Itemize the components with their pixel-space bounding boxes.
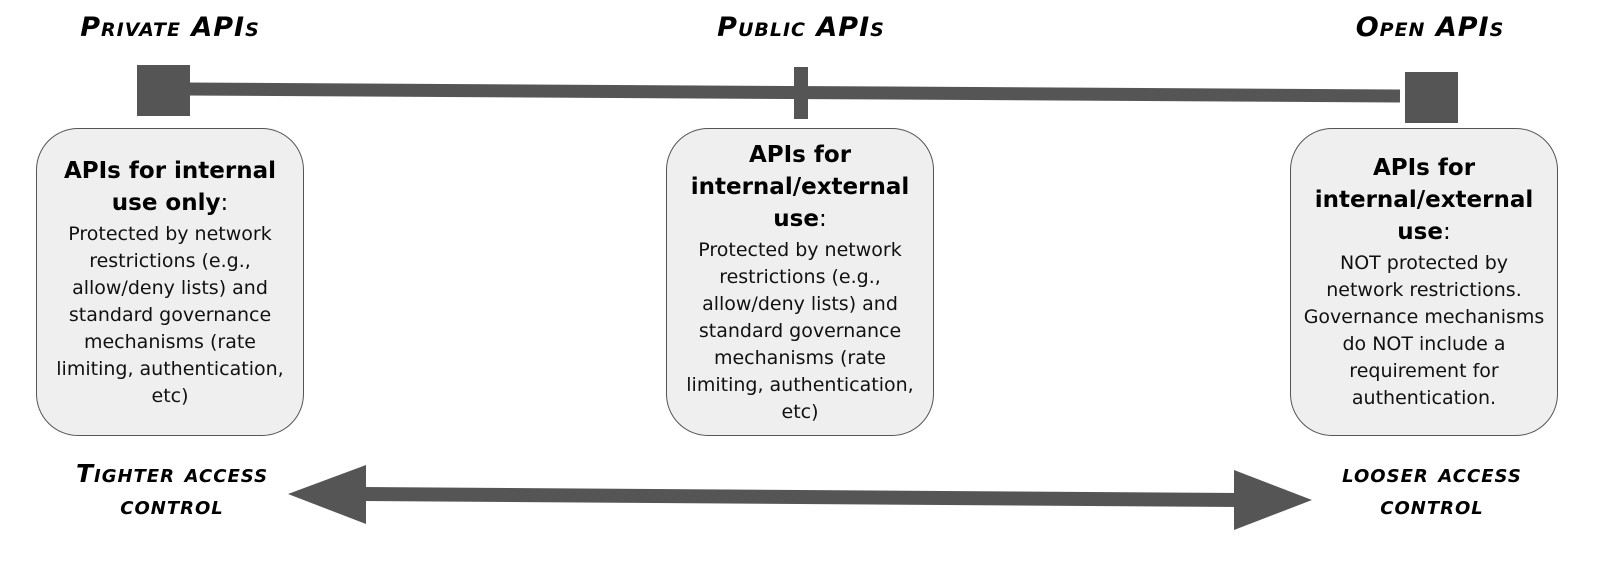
access-arrow-left-head [288,465,366,524]
open-box-description: NOT protected by network restrictions. G… [1303,252,1545,409]
access-arrow-right-head [1234,470,1312,530]
public-box-description: Protected by network restrictions (e.g.,… [686,238,914,423]
tighter-access-label: Tighter access control [75,459,269,520]
open-box-heading: APIs for internal/external use: [1314,155,1534,245]
open-apis-box: APIs for internal/external use: NOT prot… [1290,128,1558,436]
private-box-description: Protected by network restrictions (e.g.,… [56,222,284,407]
public-apis-box: APIs for internal/external use: Protecte… [666,128,934,436]
private-box-heading: APIs for internal use only: [63,157,277,216]
open-marker [1405,72,1458,123]
open-apis-label: Open APIs [1355,12,1505,43]
spectrum-line [184,82,1401,103]
public-marker [794,67,808,119]
public-box-heading: APIs for internal/external use: [690,141,910,232]
private-apis-label: Private APIs [80,12,260,43]
private-apis-box: APIs for internal use only: Protected by… [36,128,304,436]
private-marker [137,65,190,116]
public-apis-label: Public APIs [717,12,885,43]
access-arrow-shaft [359,487,1241,507]
looser-access-label: looser access control [1342,459,1522,520]
